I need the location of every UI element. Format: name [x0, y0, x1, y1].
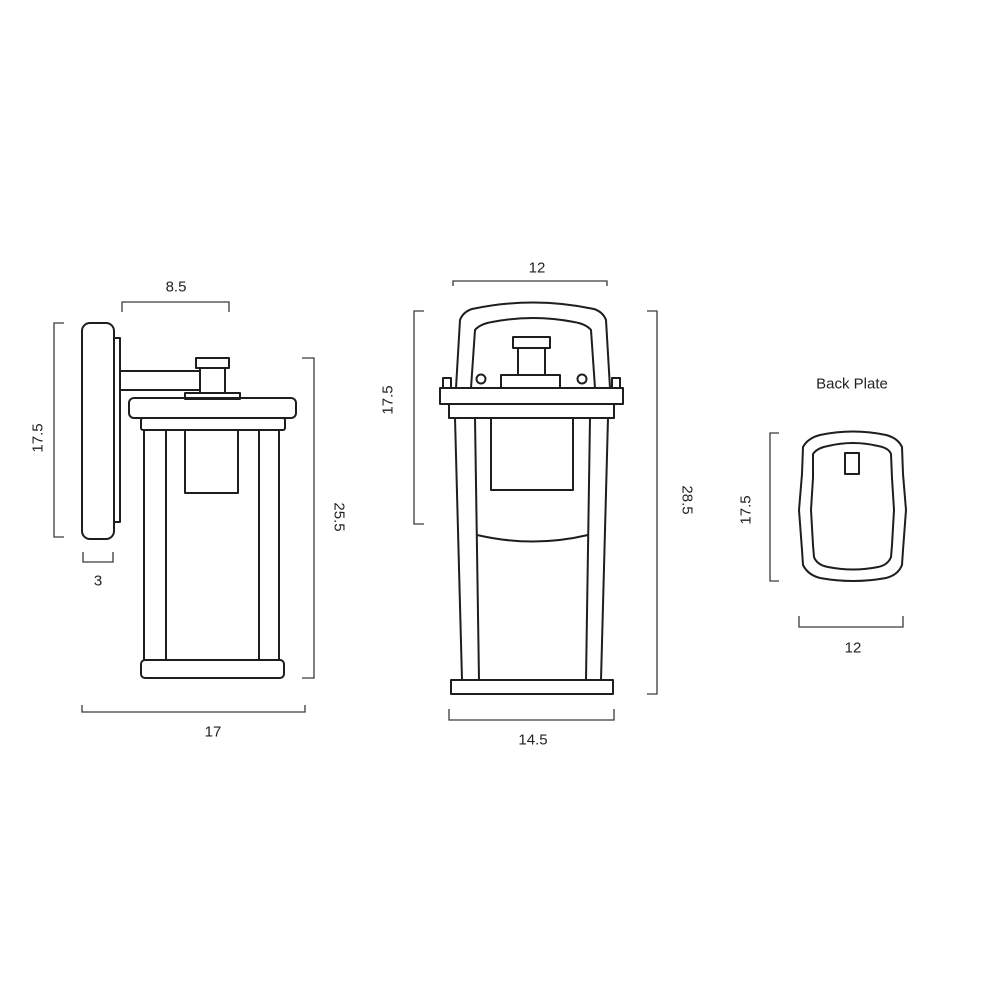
side-base	[140, 659, 285, 679]
side-lamp-holder	[184, 429, 239, 494]
front-finial-base	[500, 374, 561, 389]
side-total-height-label: 25.5	[330, 502, 348, 532]
side-mount-plate	[114, 337, 121, 523]
side-back-plate	[81, 322, 115, 540]
front-glass-curve	[476, 534, 589, 543]
side-arm-length-label: 8.5	[165, 278, 187, 296]
back-plate-slot	[844, 452, 860, 475]
front-upper-height-label: 17.5	[379, 385, 397, 415]
front-hood-outer	[455, 301, 611, 389]
back-plate-width-label: 12	[844, 639, 862, 657]
side-finial-cap	[195, 357, 230, 369]
side-back-plate-height-label: 17.5	[29, 423, 47, 453]
front-screw-left	[475, 373, 487, 385]
front-view-lantern	[439, 301, 624, 695]
front-finial-stem	[517, 347, 546, 376]
front-dimension-lines	[413, 280, 658, 721]
front-roof-band	[439, 387, 624, 405]
front-hood-inner	[470, 317, 596, 389]
back-plate-title: Back Plate	[816, 375, 888, 393]
back-plate-drawing	[798, 430, 907, 582]
front-finial-cap	[512, 336, 551, 349]
side-view-lantern	[81, 322, 297, 679]
front-screw-right	[576, 373, 588, 385]
side-total-projection-label: 17	[204, 723, 222, 741]
side-back-plate-depth-label: 3	[93, 572, 103, 590]
side-arm	[120, 370, 200, 391]
side-dimension-lines	[53, 301, 315, 713]
front-roof-lip	[448, 403, 615, 419]
side-roof-lip	[140, 417, 286, 431]
side-finial-stem	[199, 367, 226, 394]
side-roof	[128, 397, 297, 419]
back-plate-height-label: 17.5	[737, 495, 755, 525]
back-plate-inner	[810, 442, 895, 571]
front-base-width-label: 14.5	[518, 731, 548, 749]
back-plate-dimension-lines	[769, 432, 904, 628]
front-base	[450, 679, 614, 695]
front-total-height-label: 28.5	[678, 485, 696, 515]
back-plate-outer	[798, 430, 907, 582]
front-top-width-label: 12	[528, 259, 546, 277]
front-lamp-holder	[490, 417, 574, 491]
